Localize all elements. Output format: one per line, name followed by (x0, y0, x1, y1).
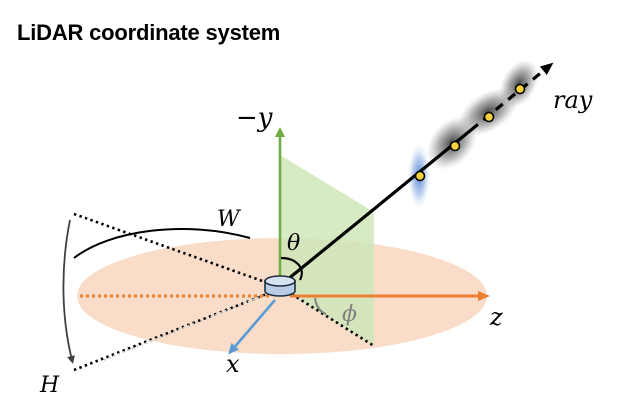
width-arc (73, 227, 251, 259)
sample-point-2 (449, 140, 461, 152)
width-label: W (217, 207, 242, 232)
neg-y-label: −y (236, 103, 273, 133)
diagram-title: LiDAR coordinate system (17, 20, 281, 45)
z-label: z (489, 303, 503, 331)
sample-point-1 (414, 170, 426, 182)
ray-dashed (469, 62, 554, 132)
fov-dotted-diagonal (281, 286, 375, 348)
fov-dotted-faint (103, 287, 283, 361)
fov-dotted-upper (73, 212, 283, 290)
x-axis (228, 299, 276, 355)
height-label: H (39, 373, 60, 398)
sample-point-3 (483, 111, 495, 123)
vertical-plane (280, 155, 374, 346)
height-arc-arrow (62, 219, 75, 364)
phi-label: ϕ (342, 302, 357, 327)
sample-point-4 (514, 83, 526, 95)
x-label: x (226, 350, 240, 378)
theta-label: θ (287, 231, 300, 256)
ray-line (280, 128, 473, 286)
ray-label: ray (553, 86, 593, 114)
phi-arc (314, 297, 327, 315)
lidar-sensor-icon (264, 275, 296, 297)
theta-arc (280, 256, 303, 281)
